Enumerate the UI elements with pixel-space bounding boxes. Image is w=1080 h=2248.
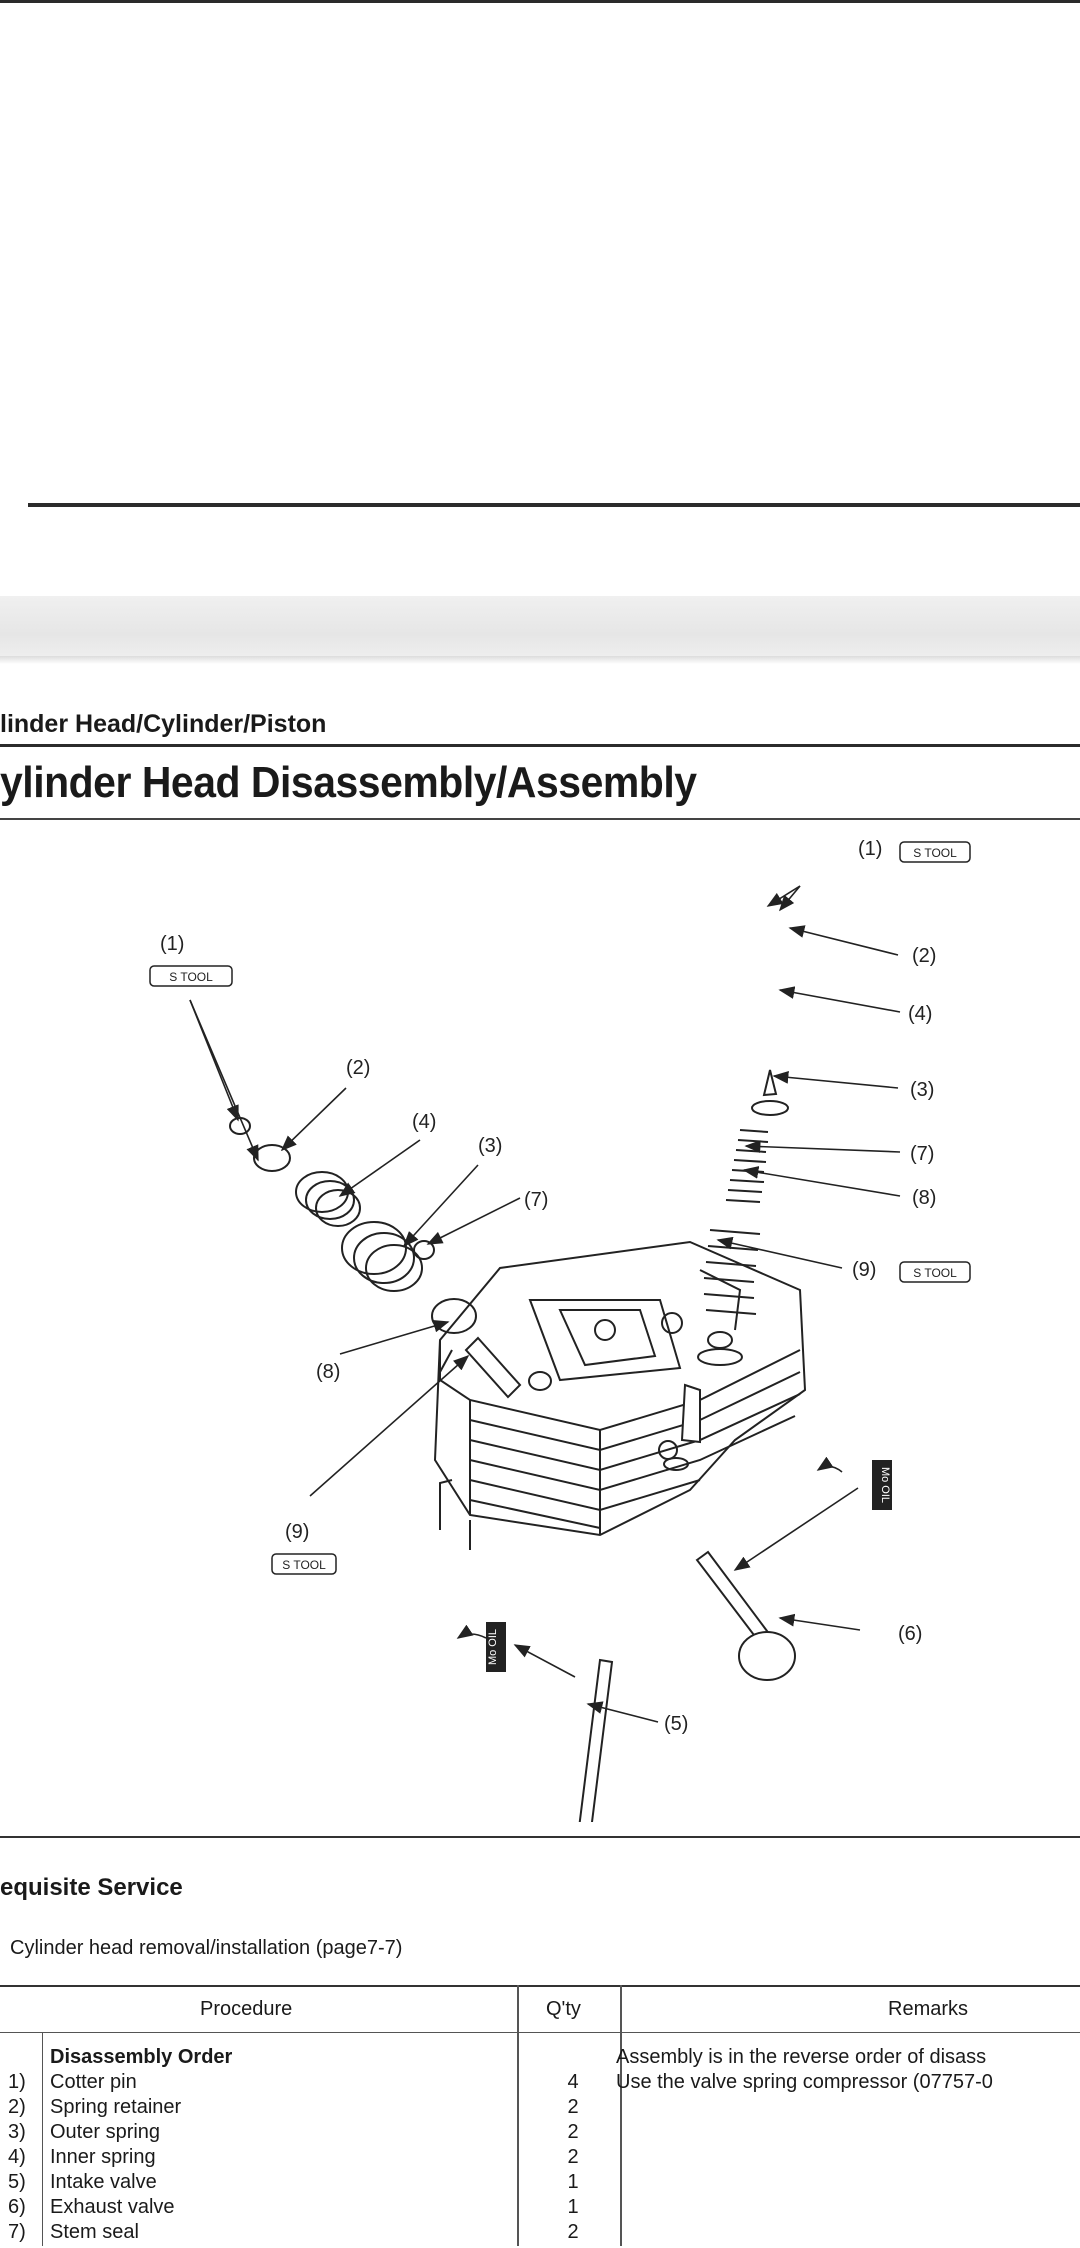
row-7-number: 7)	[8, 2221, 26, 2243]
tool-badge-right-top: S TOOL	[899, 841, 971, 863]
callout-1-left: (1)	[160, 933, 184, 955]
row-5-number: 5)	[8, 2171, 26, 2193]
svg-text:S TOOL: S TOOL	[282, 1558, 326, 1572]
diagram-svg: (1) (2) (4) (3) (7) (8) (9) (1) (2) (4) …	[149, 838, 971, 1875]
oil-badges: Mo OIL Mo OIL	[486, 1460, 892, 1672]
upper-page-rule	[28, 503, 1080, 507]
table-header-rule	[0, 2032, 1080, 2033]
leader-lines	[189, 885, 901, 1723]
callout-3-left: (3)	[478, 1135, 502, 1157]
svg-text:S TOOL: S TOOL	[913, 846, 957, 860]
callout-5: (5)	[664, 1713, 688, 1735]
table-divider-number	[42, 2032, 43, 2246]
oil-badge-left: Mo OIL	[486, 1622, 506, 1672]
callouts: (1) (2) (4) (3) (7) (8) (9) (1) (2) (4) …	[160, 838, 936, 1735]
row-6-qty: 1	[567, 2196, 579, 2218]
page-title: ylinder Head Disassembly/Assembly	[0, 758, 697, 807]
page-gap	[0, 596, 1080, 660]
svg-text:S TOOL: S TOOL	[913, 1266, 957, 1280]
svg-text:Mo OIL: Mo OIL	[487, 1629, 499, 1665]
callout-3-right: (3)	[910, 1079, 934, 1101]
row-6-name: Exhaust valve	[50, 2196, 175, 2218]
diagram-bottom-rule	[0, 1836, 1080, 1838]
row-7-name: Stem seal	[50, 2221, 139, 2243]
row-7-qty: 2	[567, 2221, 579, 2243]
requisite-heading: equisite Service	[0, 1874, 183, 1901]
table-divider-procedure	[517, 1985, 519, 2246]
svg-text:Mo OIL: Mo OIL	[879, 1467, 891, 1503]
tool-badge-right-mid: S TOOL	[899, 1261, 971, 1283]
row-1-number: 1)	[8, 2071, 26, 2093]
exploded-diagram: (1) (2) (4) (3) (7) (8) (9) (1) (2) (4) …	[0, 822, 1080, 1875]
callout-9-left: (9)	[285, 1521, 309, 1543]
section-rule	[0, 744, 1080, 747]
callout-9-right: (9)	[852, 1259, 876, 1281]
callout-2-right: (2)	[912, 945, 936, 967]
top-rule	[0, 0, 1080, 3]
row-2-number: 2)	[8, 2096, 26, 2118]
row-3-name: Outer spring	[50, 2121, 161, 2143]
callout-8-left: (8)	[316, 1361, 340, 1383]
requisite-item: Cylinder head removal/installation (page…	[10, 1937, 403, 1959]
tool-badges: S TOOL S TOOL S TOOL S TOOL	[149, 841, 971, 1575]
callout-7-left: (7)	[524, 1189, 548, 1211]
callout-8-right: (8)	[912, 1187, 936, 1209]
remark-line-2: Use the valve spring compressor (07757-0	[616, 2071, 993, 2093]
oil-badge-right: Mo OIL	[872, 1460, 892, 1510]
row-1-qty: 4	[567, 2071, 579, 2093]
callout-6: (6)	[898, 1623, 922, 1645]
table-divider-qty	[620, 1985, 622, 2246]
procedure-table	[0, 1985, 1080, 2248]
row-1-name: Cotter pin	[50, 2071, 137, 2093]
callout-4-right: (4)	[908, 1003, 932, 1025]
row-4-qty: 2	[567, 2146, 579, 2168]
svg-text:S TOOL: S TOOL	[169, 970, 213, 984]
row-6-number: 6)	[8, 2196, 26, 2218]
header-remarks: Remarks	[888, 1998, 969, 2020]
callout-7-right: (7)	[910, 1143, 934, 1165]
cylinder-head	[433, 1240, 807, 1550]
row-4-name: Inner spring	[50, 2146, 156, 2168]
tool-badge-left-bottom: S TOOL	[271, 1553, 337, 1575]
remark-line-1: Assembly is in the reverse order of disa…	[616, 2046, 987, 2068]
callout-1-right: (1)	[858, 838, 882, 860]
section-label: linder Head/Cylinder/Piston	[0, 710, 327, 738]
row-3-qty: 2	[567, 2121, 579, 2143]
callout-2-left: (2)	[346, 1057, 370, 1079]
row-2-name: Spring retainer	[50, 2096, 182, 2118]
row-5-qty: 1	[567, 2171, 579, 2193]
title-rule	[0, 818, 1080, 820]
callout-4-left: (4)	[412, 1111, 436, 1133]
oil-arrows	[456, 1456, 843, 1639]
row-5-name: Intake valve	[50, 2171, 157, 2193]
intake-valve	[538, 1658, 614, 1875]
header-qty: Q'ty	[546, 1998, 581, 2020]
row-4-number: 4)	[8, 2146, 26, 2168]
row-3-number: 3)	[8, 2121, 26, 2143]
exhaust-valve	[695, 1550, 796, 1681]
page-gap-edge	[0, 656, 1080, 664]
row-2-qty: 2	[567, 2096, 579, 2118]
tool-badge-left-top: S TOOL	[149, 965, 233, 987]
left-valve-assembly	[229, 1117, 552, 1399]
disassembly-order-heading: Disassembly Order	[50, 2046, 233, 2068]
header-procedure: Procedure	[200, 1998, 293, 2020]
